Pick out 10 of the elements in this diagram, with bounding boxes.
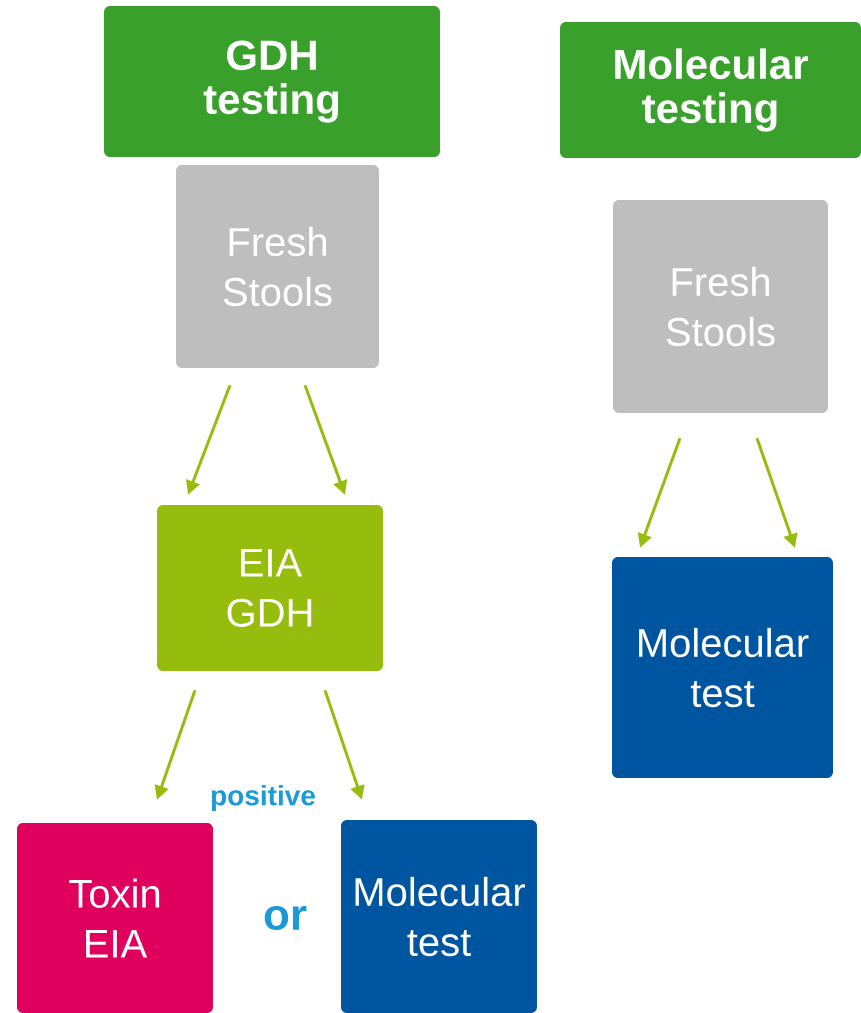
header-box: GDH testing bbox=[104, 6, 440, 157]
process-box: Fresh Stools bbox=[613, 200, 828, 413]
process-box: Molecular test bbox=[612, 557, 833, 778]
process-box: Molecular test bbox=[341, 820, 537, 1013]
label-text: positive bbox=[211, 784, 315, 812]
header-box: Molecular testing bbox=[560, 22, 861, 158]
label-text: or bbox=[264, 905, 307, 931]
process-box: EIA GDH bbox=[157, 505, 383, 671]
process-box: Toxin EIA bbox=[17, 823, 213, 1013]
process-box: Fresh Stools bbox=[176, 165, 379, 368]
